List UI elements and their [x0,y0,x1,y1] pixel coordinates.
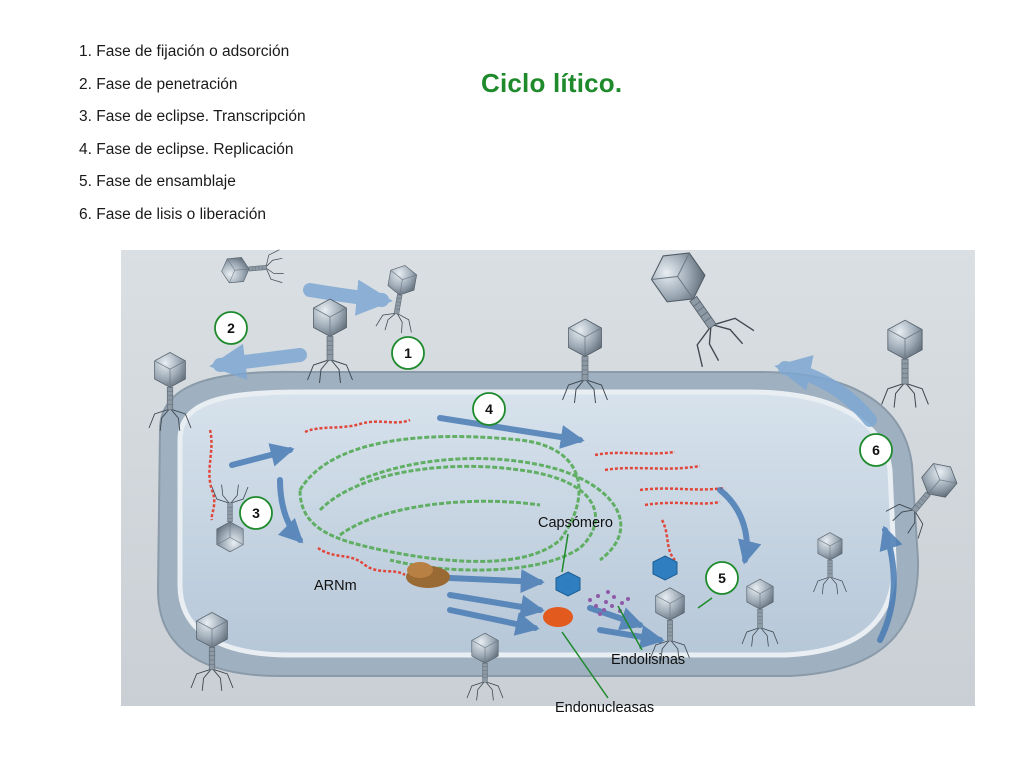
phase-item-4: 4. Fase de eclipse. Replicación [79,140,294,158]
step-marker-5-label: 5 [718,570,726,586]
label-endonucleasas: Endonucleasas [555,700,654,716]
step-marker-3: 3 [239,496,273,530]
step-marker-6-label: 6 [872,442,880,458]
step-marker-4: 4 [472,392,506,426]
phase-item-3: 3. Fase de eclipse. Transcripción [79,108,306,125]
phase-item-2: 2. Fase de penetración [79,75,238,93]
external-arrows [209,279,877,427]
step-marker-2-label: 2 [227,320,235,336]
phase-list: 1. Fase de fijación o adsorción 2. Fase … [79,42,306,237]
process-arrows [229,415,903,649]
diagram-title: Ciclo lítico. [481,68,623,98]
step-marker-1: 1 [391,336,425,370]
phage-dna [208,418,726,577]
label-endolisinas: Endolisinas [611,652,685,668]
ribosome-icon [406,562,450,588]
phase-item-6: 6. Fase de lisis o liberación [79,205,266,223]
label-arnm: ARNm [314,578,357,594]
step-marker-3-label: 3 [252,505,260,521]
step-marker-1-label: 1 [404,345,412,361]
callout-lines [561,533,713,699]
capsomere-icon [555,555,678,597]
phase-item-5: 5. Fase de ensamblaje [79,173,236,190]
phase-item-1: 1. Fase de fijación o adsorción [79,43,290,60]
step-marker-4-label: 4 [485,401,493,417]
step-marker-2: 2 [214,311,248,345]
step-marker-6: 6 [859,433,893,467]
step-marker-5: 5 [705,561,739,595]
label-capsomero: Capsómero [538,515,613,531]
bacterial-chromosome [298,435,623,572]
endonuclease-icon [543,607,573,627]
